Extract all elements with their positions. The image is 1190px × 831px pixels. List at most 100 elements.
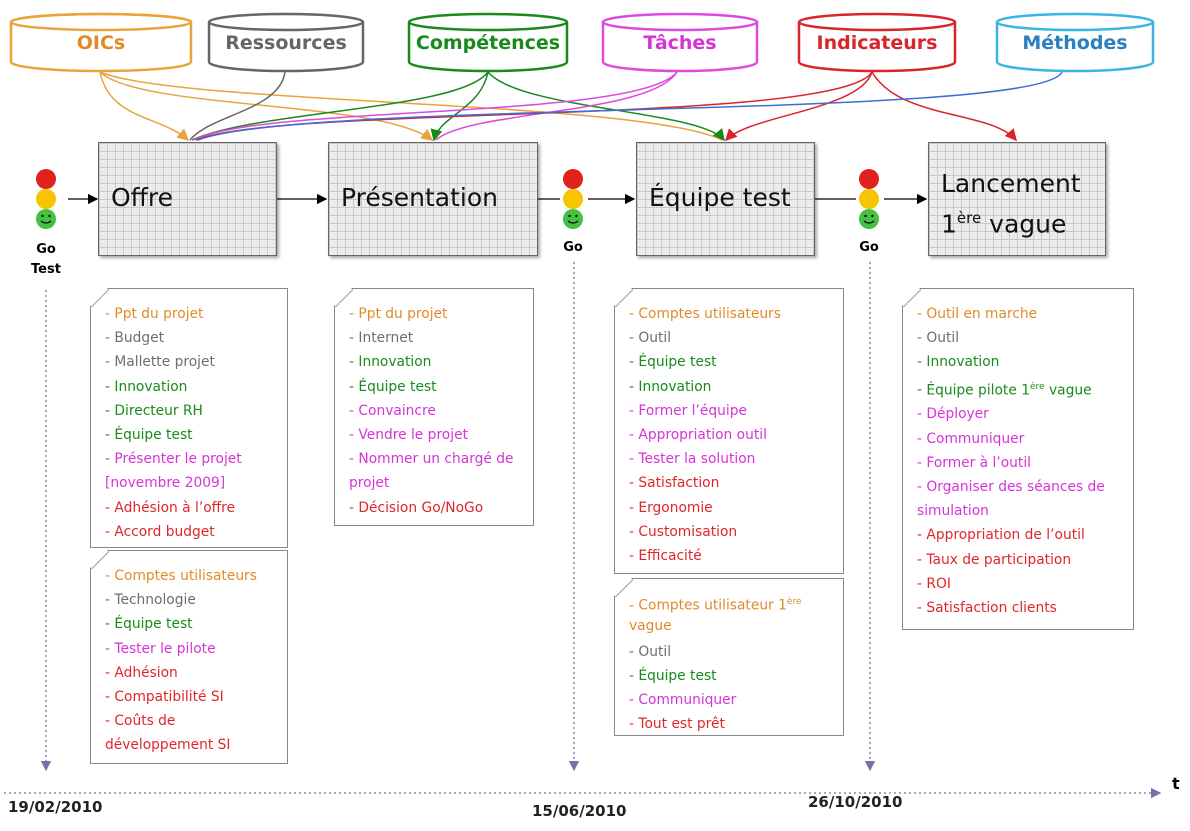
note-item: Accord budget <box>105 520 279 544</box>
stage-title: Équipe test <box>649 183 791 212</box>
stage-presentation: Présentation <box>328 142 538 256</box>
note-item: Adhésion <box>105 661 279 685</box>
link-methodes-offre <box>197 71 1063 141</box>
stage-title: Offre <box>111 183 174 212</box>
link-taches-offre <box>193 71 678 141</box>
note-item: Nommer un chargé de projet <box>349 447 525 495</box>
note-item: Équipe test <box>105 612 279 636</box>
note-item: Customisation <box>629 520 835 544</box>
stage-title-line2-sup: ère <box>956 209 982 227</box>
note-item: ROI <box>917 572 1125 596</box>
note-item: Innovation <box>349 350 525 374</box>
note-offre-a: Ppt du projet Budget Mallette projet Inn… <box>90 288 288 548</box>
stage-offre: Offre <box>98 142 277 256</box>
note-item: Innovation <box>629 375 835 399</box>
category-taches: Tâches <box>600 12 760 74</box>
traffic-light-icon <box>563 169 583 229</box>
gate-label: Go <box>859 240 879 255</box>
category-competences: Compétences <box>406 12 570 74</box>
link-oics-offre <box>99 71 190 141</box>
note-offre-b: Comptes utilisateurs Technologie Équipe … <box>90 550 288 764</box>
note-item: Outil <box>629 640 835 664</box>
category-label: OICs <box>76 32 126 54</box>
note-item: Ppt du projet <box>105 302 279 326</box>
note-equipe-b: Comptes utilisateur 1ère vague Outil Équ… <box>614 578 844 736</box>
note-item: Compatibilité SI <box>105 685 279 709</box>
category-label: Méthodes <box>1022 32 1128 54</box>
note-item: Équipe test <box>105 423 279 447</box>
note-item: Directeur RH <box>105 399 279 423</box>
note-item: Former à l’outil <box>917 451 1125 475</box>
note-lancement: Outil en marche Outil Innovation Équipe … <box>902 288 1134 630</box>
note-item: Tout est prêt <box>629 712 835 736</box>
category-label: Compétences <box>415 32 561 54</box>
note-item: Comptes utilisateur 1ère vague <box>629 592 835 640</box>
note-equipe-a: Comptes utilisateurs Outil Équipe test I… <box>614 288 844 574</box>
note-item: Présenter le projet [novembre 2009] <box>105 447 279 495</box>
note-item: Équipe test <box>349 375 525 399</box>
timeline-date: 15/06/2010 <box>532 802 627 820</box>
note-item: Mallette projet <box>105 350 279 374</box>
note-item: Appropriation outil <box>629 423 835 447</box>
link-oics-presentation <box>99 71 434 141</box>
note-item: Tester la solution <box>629 447 835 471</box>
note-item: Décision Go/NoGo <box>349 496 525 520</box>
note-item: Organiser des séances de simulation <box>917 475 1125 523</box>
link-oics-equipe <box>99 71 723 141</box>
stage-title: Lancement 1ère vague <box>941 167 1081 241</box>
timeline-date: 26/10/2010 <box>808 793 903 811</box>
link-competences-presentation <box>430 71 489 142</box>
note-item: Efficacité <box>629 544 835 568</box>
note-item: Appropriation de l’outil <box>917 523 1125 547</box>
gate-label: Go <box>563 240 583 255</box>
note-item: Innovation <box>917 350 1125 374</box>
category-label: Tâches <box>643 32 717 54</box>
stage-title-line2-prefix: 1 <box>941 209 957 239</box>
note-item: Taux de participation <box>917 548 1125 572</box>
note-item: Satisfaction <box>629 471 835 495</box>
timeline-date: 19/02/2010 <box>8 798 103 816</box>
link-competences-offre <box>191 71 489 141</box>
note-item: Outil en marche <box>917 302 1125 326</box>
link-competences-equipe <box>487 71 725 142</box>
stage-lancement: Lancement 1ère vague <box>928 142 1106 256</box>
note-item: Coûts de développement SI <box>105 709 279 757</box>
note-item: Convaincre <box>349 399 525 423</box>
note-item: Outil <box>629 326 835 350</box>
link-indicateurs-lancement <box>871 71 1017 142</box>
category-label: Indicateurs <box>816 32 938 54</box>
category-oics: OICs <box>8 12 194 74</box>
time-axis-label: t <box>1172 774 1180 793</box>
note-item: Internet <box>349 326 525 350</box>
category-ressources: Ressources <box>206 12 366 74</box>
traffic-light-icon <box>36 169 56 229</box>
link-indicateurs-equipe <box>724 71 873 142</box>
stage-title-line1: Lancement <box>941 169 1081 198</box>
note-item: Communiquer <box>629 688 835 712</box>
note-presentation: Ppt du projet Internet Innovation Équipe… <box>334 288 534 526</box>
note-item: Ergonomie <box>629 496 835 520</box>
note-item: Satisfaction clients <box>917 596 1125 620</box>
note-item: Équipe test <box>629 350 835 374</box>
note-item: Outil <box>917 326 1125 350</box>
note-item: Innovation <box>105 375 279 399</box>
note-item: Comptes utilisateurs <box>105 564 279 588</box>
note-item: Budget <box>105 326 279 350</box>
note-item: Ppt du projet <box>349 302 525 326</box>
category-label: Ressources <box>225 32 347 54</box>
category-methodes: Méthodes <box>994 12 1156 74</box>
note-item: Tester le pilote <box>105 637 279 661</box>
note-item: Vendre le projet <box>349 423 525 447</box>
stage-title-line2-suffix: vague <box>981 209 1067 239</box>
note-item: Équipe test <box>629 664 835 688</box>
note-item: Adhésion à l’offre <box>105 496 279 520</box>
note-item: Déployer <box>917 402 1125 426</box>
stage-equipe-test: Équipe test <box>636 142 815 256</box>
traffic-light-icon <box>859 169 879 229</box>
note-item: Équipe pilote 1ère vague <box>917 375 1125 403</box>
link-taches-presentation <box>435 71 678 141</box>
link-ressources-offre <box>189 71 286 141</box>
note-item: Communiquer <box>917 427 1125 451</box>
